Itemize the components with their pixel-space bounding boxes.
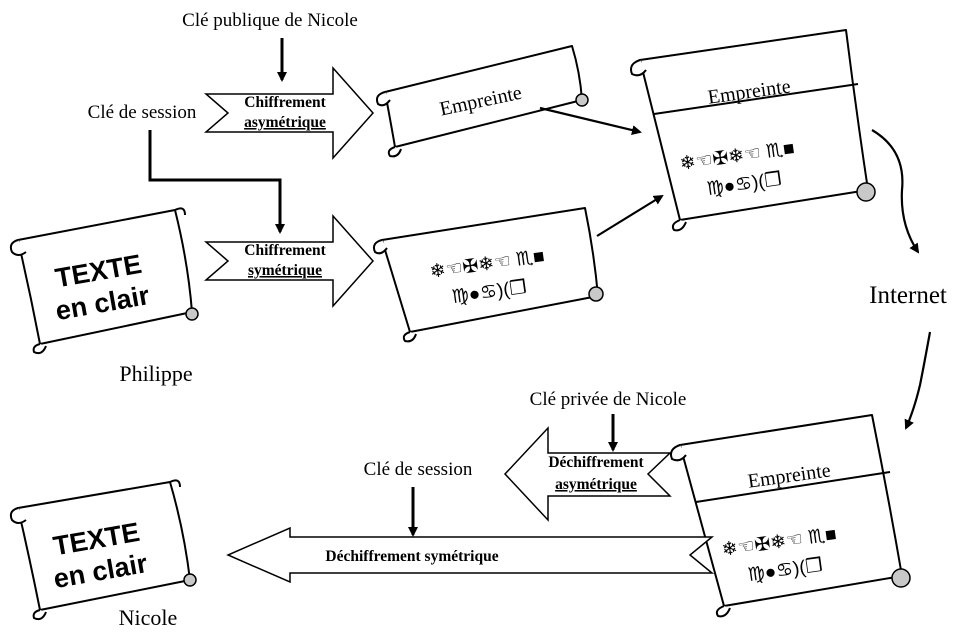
session-key-label-top: Clé de session [88,102,197,123]
asymmetric-encryption-arrow [203,66,375,160]
symmetric-encryption-label-1: Chiffrement [244,242,326,259]
symmetric-encryption-arrow [203,214,375,308]
symmetric-decryption-arrow [226,526,715,584]
asymmetric-decryption-arrow [503,426,672,522]
package-scroll-receiver: Empreinte ❄☜✠❄☜ ♏■ ♍●♋)(❒ [670,414,911,618]
nicole-label: Nicole [119,605,178,630]
session-key-label-bottom: Clé de session [364,459,473,480]
asymmetric-decryption-label-1: Déchiffrement [548,454,644,471]
public-key-label: Clé publique de Nicole [182,10,358,31]
internet-arrow-top [871,129,920,254]
asymmetric-encryption-label-2: asymétrique [244,114,326,131]
asymmetric-decryption-label-2: asymétrique [555,476,637,493]
philippe-label: Philippe [119,361,192,386]
plaintext-scroll-nicole: TEXTE en clair [9,479,197,621]
asymmetric-encryption-label-1: Chiffrement [244,94,326,111]
private-key-label: Clé privée de Nicole [530,389,687,410]
plaintext-scroll-philippe: TEXTE en clair [9,207,199,355]
internet-label: Internet [869,282,947,309]
ciphertext-scroll: ❄☜✠❄☜ ♏■ ♍●♋)(❒ [372,207,604,343]
cipher-to-package-arrow [596,194,664,237]
package-scroll-sender: Empreinte ❄☜✠❄☜ ♏■ ♍●♋)(❒ [630,29,876,232]
fingerprint-to-package-arrow [539,106,642,135]
fingerprint-scroll: Empreinte [375,45,589,158]
internet-arrow-bottom [904,331,932,430]
symmetric-decryption-label: Déchiffrement symétrique [325,548,498,565]
symmetric-encryption-label-2: symétrique [248,262,322,279]
session-key-connector [148,130,285,234]
